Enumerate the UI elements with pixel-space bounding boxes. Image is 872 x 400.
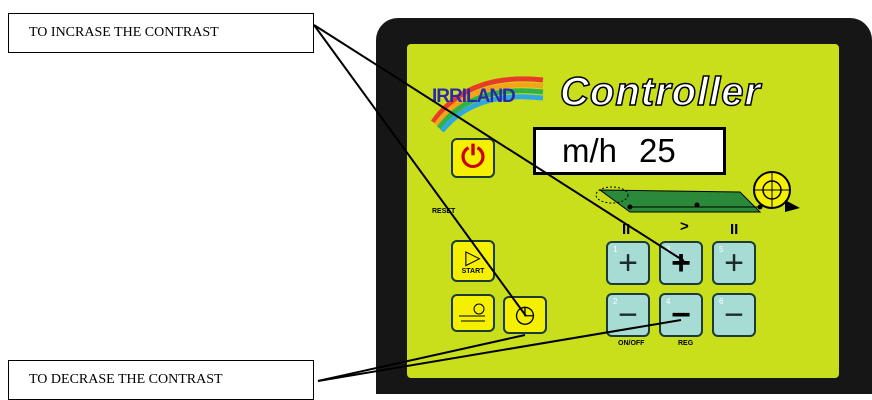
increase-contrast-callout: TO INCRASE THE CONTRAST	[8, 13, 314, 53]
key-number: 5	[719, 245, 724, 254]
key-number: 3	[666, 245, 671, 254]
play-icon: ▷	[465, 246, 481, 269]
decrease-contrast-button[interactable]: 4 −	[659, 293, 703, 337]
power-button[interactable]: ⏻	[451, 138, 495, 178]
key-number: 6	[719, 297, 724, 306]
reel-button[interactable]	[451, 294, 495, 332]
key-number: 4	[666, 297, 671, 306]
plus-button-1[interactable]: 1 +	[606, 241, 650, 285]
start-label: START	[461, 267, 485, 275]
power-icon: ⏻	[461, 141, 485, 174]
reel-distance-icon	[459, 303, 485, 322]
display-unit: m/h	[562, 132, 618, 169]
page-title: Controller	[559, 69, 762, 115]
start-button[interactable]: ▷ START	[451, 240, 495, 282]
minus-icon: −	[724, 296, 744, 334]
on-off-label: ON/OFF	[618, 340, 645, 347]
reg-label: REG	[678, 340, 694, 347]
increase-contrast-label: TO INCRASE THE CONTRAST	[29, 25, 219, 40]
status-mark-center: >	[680, 218, 689, 235]
key-number: 2	[613, 297, 618, 306]
status-mark-right: II	[730, 221, 739, 238]
plus-icon: +	[618, 244, 638, 282]
minus-icon: −	[618, 296, 638, 334]
brand-logo: IRRILAND	[432, 86, 516, 107]
display-value: 25	[639, 132, 676, 169]
rainbow-logo-icon	[430, 76, 544, 132]
minus-button-3[interactable]: 6 −	[712, 293, 756, 337]
plus-icon: +	[671, 244, 691, 282]
plus-icon: +	[724, 244, 744, 282]
key-number: 1	[613, 245, 618, 254]
minus-icon: −	[671, 296, 691, 334]
status-mark-left: II	[622, 221, 631, 238]
plus-button-3[interactable]: 5 +	[712, 241, 756, 285]
lcd-display: m/h 25	[533, 127, 726, 175]
increase-contrast-button[interactable]: 3 +	[659, 241, 703, 285]
decrease-contrast-label: TO DECRASE THE CONTRAST	[29, 372, 223, 387]
reset-label: RESET	[432, 208, 456, 215]
